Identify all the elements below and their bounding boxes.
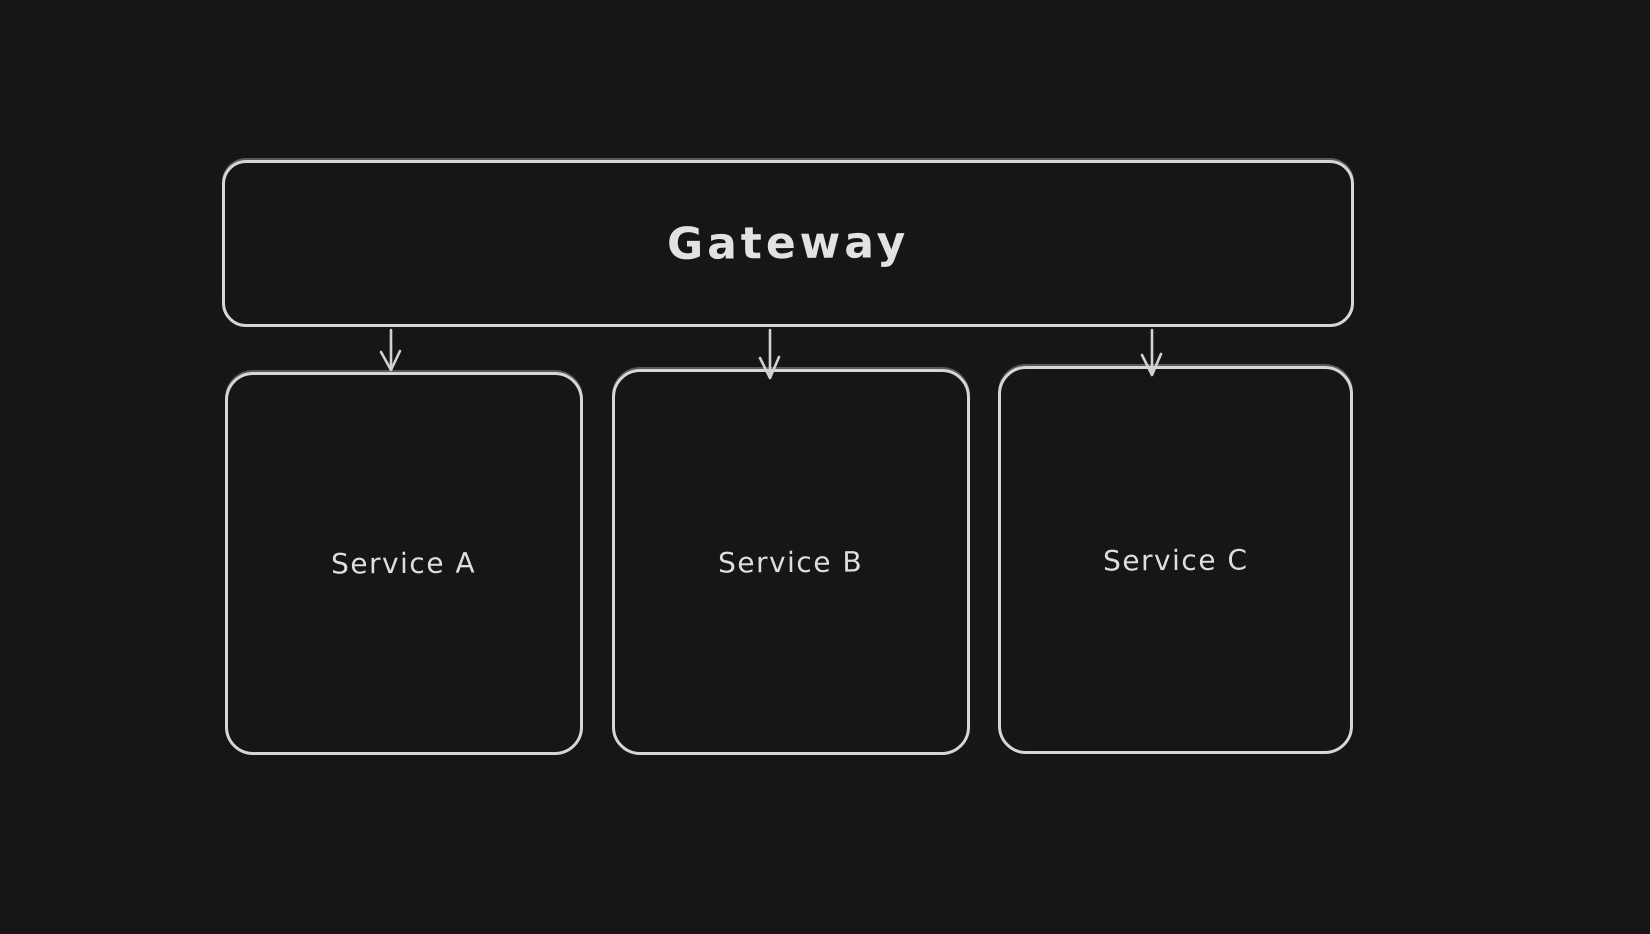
node-gateway-label: Gateway <box>666 217 910 270</box>
arrowhead-down-icon <box>758 355 781 380</box>
node-service-c[interactable]: Service C <box>998 366 1353 754</box>
node-service-c-label: Service C <box>1102 542 1249 578</box>
node-service-a-label: Service A <box>331 546 477 581</box>
edge-gateway-to-service-a[interactable] <box>379 328 402 372</box>
arrowhead-down-icon <box>379 349 402 372</box>
node-service-b-label: Service B <box>718 544 864 580</box>
arrowhead-down-icon <box>1140 352 1163 377</box>
edge-gateway-to-service-c[interactable] <box>1140 328 1163 377</box>
node-service-a[interactable]: Service A <box>225 372 583 755</box>
edge-gateway-to-service-b[interactable] <box>758 328 781 380</box>
node-service-b[interactable]: Service B <box>612 369 970 755</box>
node-gateway[interactable]: Gateway <box>222 160 1354 327</box>
